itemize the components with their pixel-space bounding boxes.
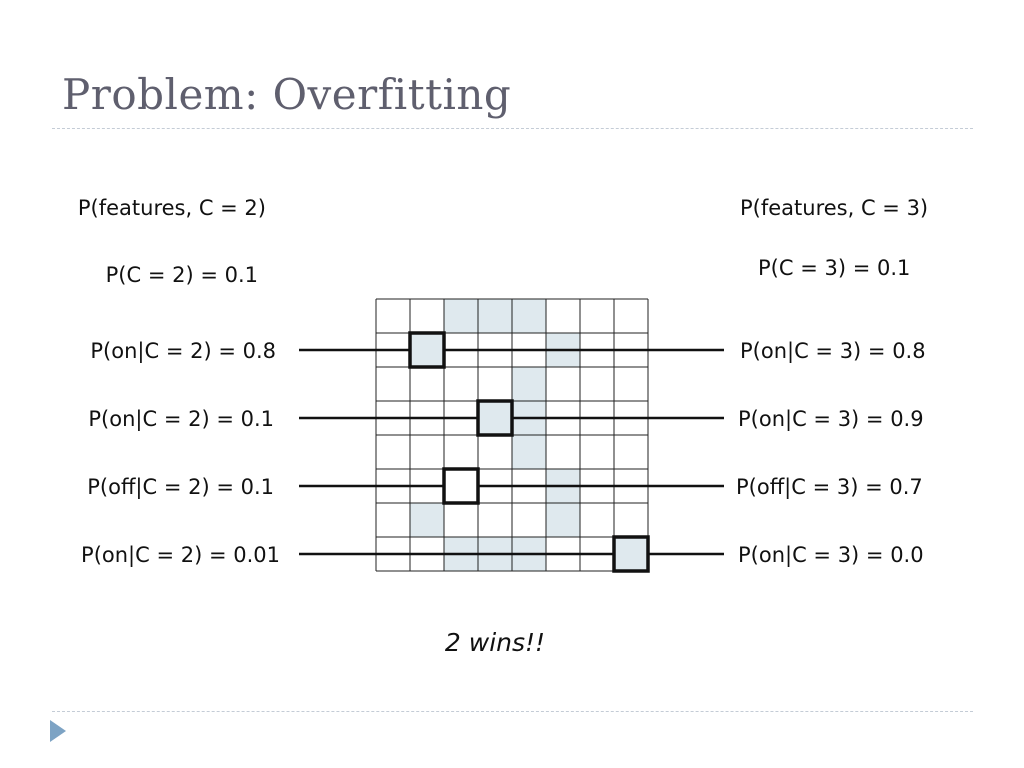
right-row-1-formula: P(on|C = 3) = 0.8 — [740, 339, 926, 363]
shaded-cell — [478, 299, 512, 333]
right-row-2-formula: P(on|C = 3) = 0.9 — [738, 407, 924, 431]
slide-title: Problem: Overfitting — [62, 70, 512, 119]
left-row-1-formula: P(on|C = 2) = 0.8 — [90, 339, 276, 363]
title-divider — [52, 128, 973, 129]
shaded-cell — [512, 299, 546, 333]
left-joint-formula: P(features, C = 2) — [77, 196, 266, 220]
highlighted-feature-cell — [612, 535, 650, 573]
right-prior-formula: P(C = 3) = 0.1 — [758, 256, 911, 280]
left-prior-formula: P(C = 2) = 0.1 — [105, 263, 258, 287]
shaded-cell — [444, 299, 478, 333]
shaded-cell — [546, 503, 580, 537]
right-row-4-formula: P(on|C = 3) = 0.0 — [738, 543, 924, 567]
highlighted-feature-cell — [408, 331, 446, 369]
left-row-4-formula: P(on|C = 2) = 0.01 — [81, 543, 280, 567]
left-row-2-formula: P(on|C = 2) = 0.1 — [88, 407, 274, 431]
shaded-cell — [410, 503, 444, 537]
shaded-cell — [512, 367, 546, 401]
highlighted-feature-cell — [442, 467, 480, 505]
slide-bullet-arrow-icon — [50, 720, 66, 742]
footer-divider — [52, 711, 973, 712]
right-row-3-formula: P(off|C = 3) = 0.7 — [736, 475, 923, 499]
shaded-cell — [512, 435, 546, 469]
right-joint-formula: P(features, C = 3) — [740, 196, 929, 220]
left-row-3-formula: P(off|C = 2) = 0.1 — [87, 475, 274, 499]
highlighted-feature-cell — [476, 399, 514, 437]
conclusion-text: 2 wins!! — [444, 628, 546, 657]
